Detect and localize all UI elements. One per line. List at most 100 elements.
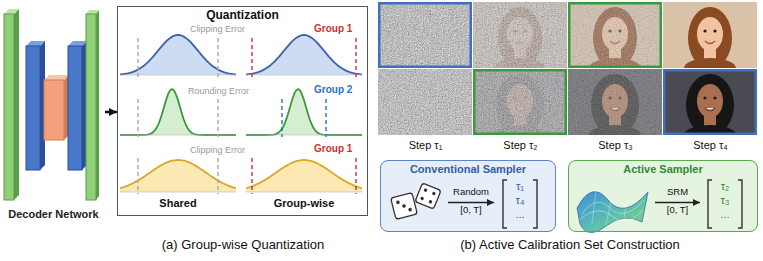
vector-bracket	[503, 180, 507, 228]
face-sample-image	[663, 69, 757, 135]
distribution-fill	[246, 89, 362, 135]
quant-range-line	[217, 99, 218, 137]
vector-entry: τ₃	[721, 194, 730, 207]
decoder-network-figure	[86, 14, 96, 200]
axis-line	[246, 192, 362, 193]
quant-range-line	[355, 38, 356, 77]
range-label: [0, T]	[667, 205, 688, 216]
loss-surface-icon	[577, 192, 648, 233]
face-sample-image	[705, 41, 715, 44]
step-label: Step τ₃	[598, 139, 633, 152]
subfigure-caption: (a) Group-wise Quantization	[162, 238, 325, 253]
dice-icon	[415, 183, 441, 209]
face-sample-image	[568, 2, 662, 68]
group-tag: Group 2	[314, 84, 352, 96]
decoder-network-figure	[26, 46, 40, 170]
error-note: Rounding Error	[188, 86, 249, 96]
face-sample-image	[568, 69, 662, 135]
step-label: Step τ₂	[503, 139, 537, 152]
node-title: Conventional Sampler	[410, 163, 526, 176]
distribution-fill	[246, 35, 362, 75]
quant-range-line	[325, 99, 326, 137]
quant-range-line	[137, 158, 138, 194]
face-sample-image	[473, 2, 567, 68]
dice-icon	[415, 183, 441, 209]
face-sample-image	[568, 69, 662, 135]
quant-range-line	[217, 38, 218, 77]
loss-surface-icon	[580, 210, 643, 221]
decoder-network-figure	[4, 14, 14, 200]
vector-entry: τ₄	[516, 194, 525, 207]
dice-icon	[402, 204, 406, 208]
error-note: Clipping Error	[190, 145, 245, 155]
dice-icon	[391, 193, 418, 220]
step-label: Step τ₄	[693, 139, 728, 152]
quant-range-line	[217, 158, 218, 194]
vector-bracket	[708, 180, 712, 228]
sampling-arrow	[448, 202, 494, 204]
quant-range-line	[137, 99, 138, 137]
face-sample-image	[568, 69, 662, 135]
quantization-panel: Quantization	[117, 6, 368, 216]
quant-range-line	[355, 158, 356, 194]
sampling-arrow	[655, 202, 700, 204]
group-tag: Group 1	[314, 143, 352, 155]
dice-icon	[391, 193, 418, 220]
vector-bracket	[533, 180, 537, 228]
decoder-network-figure	[4, 9, 19, 14]
quant-range-line	[251, 158, 252, 194]
face-sample-image	[473, 69, 567, 135]
face-sample-image	[568, 2, 662, 68]
distribution-fill	[246, 160, 362, 192]
arrow-label: SRM	[667, 187, 688, 198]
decoder-network-figure	[44, 80, 64, 140]
face-sample-image	[473, 2, 567, 68]
face-sample-image	[703, 29, 706, 32]
dice-icon	[420, 196, 424, 200]
vector-bracket	[738, 180, 742, 228]
node-title: Quantization	[206, 9, 279, 23]
loss-surface-icon	[592, 190, 628, 225]
loss-surface-icon	[577, 190, 648, 233]
dice-icon	[408, 207, 412, 211]
arrow-label: Random	[453, 187, 489, 198]
decoder-network-figure	[44, 75, 69, 80]
face-sample-image	[568, 2, 662, 68]
sampler-panel-fill	[380, 160, 556, 232]
face-sample-image	[473, 2, 567, 68]
selected-step-frame	[474, 70, 566, 134]
face-sample-image	[378, 2, 472, 68]
face-sample-image	[713, 96, 716, 99]
dice-icon	[391, 183, 441, 219]
network-block: Decoder Network	[2, 8, 105, 222]
range-label: [0, T]	[460, 205, 481, 216]
face-sample-image	[684, 58, 736, 68]
selected-step-frame	[569, 3, 661, 67]
distribution-curve	[246, 89, 362, 135]
sampler-panel-fill	[568, 160, 758, 232]
error-note: Clipping Error	[190, 24, 245, 34]
axis-line	[246, 75, 362, 76]
decoder-network-figure	[26, 41, 45, 46]
subfigure-caption: (b) Active Calibration Set Construction	[460, 238, 680, 253]
node-title: Decoder Network	[8, 208, 98, 221]
quant-range-line	[251, 38, 252, 77]
step-label: Step τ₁	[409, 139, 443, 152]
vector-entry: ...	[515, 208, 524, 221]
node-title: Active Sampler	[623, 163, 702, 176]
distribution-curve	[246, 160, 362, 188]
selected-step-frame	[664, 70, 756, 134]
vector-entry: τ₂	[721, 180, 730, 193]
group-tag: Group 1	[314, 23, 352, 35]
face-sample-image	[378, 69, 472, 135]
face-sample-image	[703, 96, 706, 99]
face-sample-image	[378, 69, 472, 135]
face-sample-image	[697, 17, 723, 51]
face-sample-image	[663, 2, 757, 68]
flow-arrow	[105, 111, 117, 114]
quant-range-line	[281, 99, 282, 137]
